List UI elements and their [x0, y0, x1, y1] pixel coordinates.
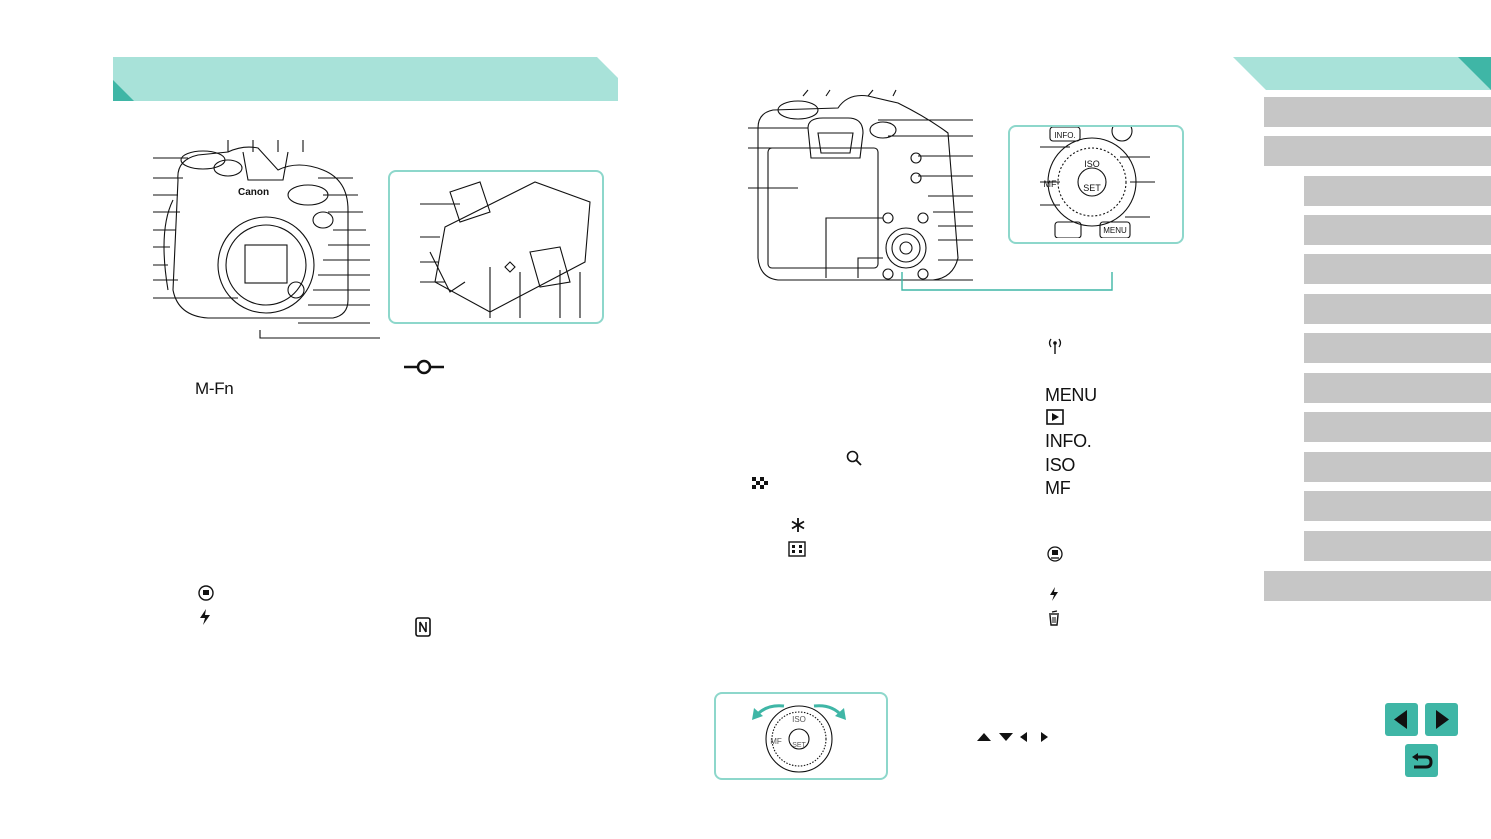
flash-icon-right: [1048, 586, 1060, 602]
nav-button-3[interactable]: [1264, 571, 1491, 601]
nav-subbutton-5[interactable]: [1304, 333, 1491, 363]
mf-label: MF: [1045, 478, 1071, 498]
bottom-view-inset: [388, 170, 604, 324]
nav-subbutton-2[interactable]: [1304, 215, 1491, 245]
nav-section-corner: [1458, 57, 1491, 90]
nav-subbutton-3[interactable]: [1304, 254, 1491, 284]
wifi-icon: [1045, 337, 1065, 355]
camera-front-diagram: Canon: [153, 140, 380, 339]
control-dial-inset: [1008, 125, 1184, 244]
nav-subbutton-10[interactable]: [1304, 531, 1491, 561]
arrow-keys-icon: [975, 729, 1051, 743]
svg-text:Canon: Canon: [238, 187, 269, 198]
nav-subbutton-6[interactable]: [1304, 373, 1491, 403]
nav-subbutton-1[interactable]: [1304, 176, 1491, 206]
nav-subbutton-7[interactable]: [1304, 412, 1491, 442]
info-label: INFO.: [1045, 431, 1092, 451]
rot-set-label: SET: [792, 742, 806, 749]
prev-page-button[interactable]: [1385, 703, 1418, 736]
rot-iso-label: ISO: [792, 715, 806, 724]
dial-rotation-diagram: ISO MF SET: [752, 704, 846, 773]
section-header-corner: [113, 80, 134, 101]
rear-leader-line: [901, 272, 1113, 291]
nfc-icon: [415, 617, 431, 637]
dial-info-label: INFO.: [1054, 131, 1075, 140]
rot-mf-label: MF: [770, 737, 782, 746]
nav-button-2[interactable]: [1264, 136, 1491, 166]
triangle-left-icon: [1394, 710, 1407, 729]
return-arrow-icon: [1412, 753, 1433, 769]
index-icon: [752, 474, 768, 489]
dial-set-label: SET: [1083, 183, 1101, 193]
trash-icon: [1047, 610, 1061, 626]
flash-icon: [198, 608, 212, 626]
back-button[interactable]: [1405, 744, 1438, 777]
nav-subbutton-9[interactable]: [1304, 491, 1491, 521]
nav-section-tab[interactable]: [1233, 57, 1491, 90]
af-point-icon: [788, 541, 806, 557]
dial-rotation-inset: [714, 692, 888, 780]
playback-icon: [1046, 409, 1064, 425]
magnify-icon: [846, 450, 862, 466]
iso-label: ISO: [1045, 455, 1076, 475]
dial-menu-label: MENU: [1103, 226, 1127, 235]
camera-rear-diagram: [748, 89, 973, 281]
triangle-right-icon: [1436, 710, 1449, 729]
mode-dial-icon: [198, 585, 214, 601]
menu-label: MENU: [1045, 385, 1097, 405]
strap-mount-icon: [400, 357, 448, 377]
nav-subbutton-4[interactable]: [1304, 294, 1491, 324]
next-page-button[interactable]: [1425, 703, 1458, 736]
camera-bottom-diagram: [420, 181, 591, 318]
dial-iso-label: ISO: [1084, 159, 1100, 169]
m-fn-label: M-Fn: [195, 379, 234, 398]
dial-mf-label: MF: [1044, 179, 1057, 189]
nav-button-1[interactable]: [1264, 97, 1491, 127]
section-header-banner: [113, 57, 618, 101]
ae-lock-icon: [790, 517, 806, 533]
control-dial-diagram: ISO MF SET INFO. MENU: [1040, 127, 1155, 238]
nav-subbutton-8[interactable]: [1304, 452, 1491, 482]
quick-control-icon: [1047, 546, 1063, 562]
